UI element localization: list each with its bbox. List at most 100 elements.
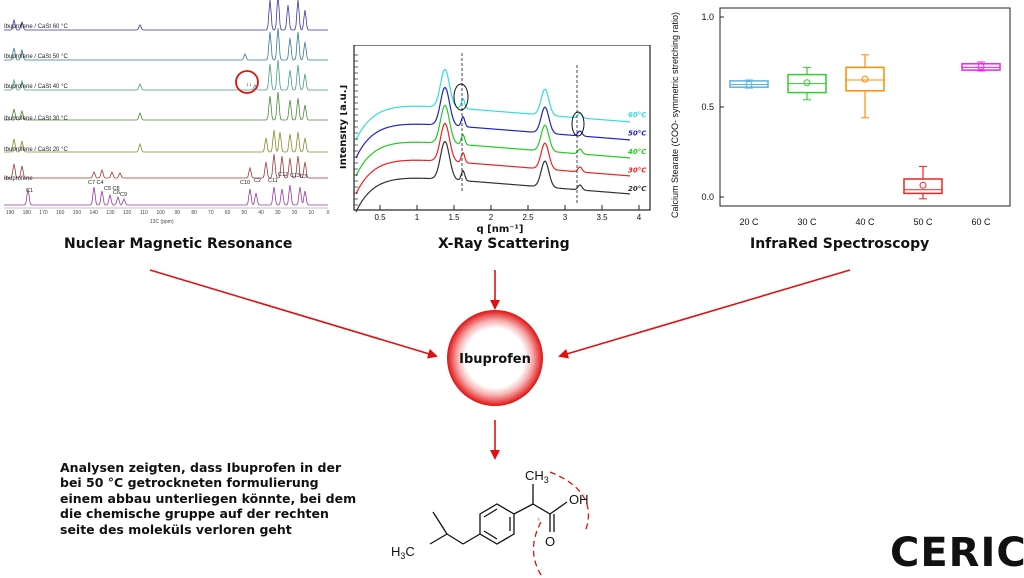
ir-x-tick: 60 C: [971, 217, 991, 227]
nmr-trace: [4, 0, 328, 31]
xrs-series-label: 50°C: [628, 130, 647, 138]
nmr-x-label: 13C (ppm): [150, 219, 174, 225]
xrs-curve: [355, 140, 631, 213]
ir-x-tick: 40 C: [855, 217, 875, 227]
ir-y-tick: 0.0: [701, 192, 714, 202]
ir-box: [845, 54, 885, 119]
cleavage-line-1: [549, 471, 590, 533]
ceric-logo: CERIC: [890, 530, 1024, 576]
nmr-x-tick: 120: [123, 210, 132, 216]
nmr-trace-label: Ibuprofene / CaSt 20 °C: [4, 147, 68, 153]
ir-x-tick: 50 C: [913, 217, 933, 227]
nmr-peak-label: C2: [254, 178, 262, 184]
nmr-x-tick: 10: [308, 210, 314, 216]
nmr-peak-label: C3: [300, 174, 308, 180]
nmr-trace: [4, 184, 328, 206]
xrs-x-tick: 1.5: [448, 213, 460, 222]
nmr-x-tick: 130: [106, 210, 115, 216]
nmr-peak-label: C5 C8: [104, 186, 120, 192]
conclusion-text: Analysen zeigten, dass Ibuprofen in der …: [60, 460, 357, 537]
nmr-title: Nuclear Magnetic Resonance: [64, 236, 293, 252]
ch3-top-label: CH3: [525, 468, 549, 485]
nmr-trace: [4, 91, 328, 121]
ir-box: [961, 61, 1001, 72]
svg-text:*: *: [537, 516, 541, 526]
nmr-x-tick: 190: [6, 210, 15, 216]
nmr-trace-label: Ibuprofene: [4, 176, 33, 182]
ir-box-plot: 1.0 0.5 0.0 20 C 30 C 40 C 50 C 60 C Calcium St…: [670, 7, 1011, 227]
nmr-x-tick: 50: [242, 210, 248, 216]
nmr-peak-label: C12: [278, 172, 289, 178]
ir-box: [729, 79, 769, 89]
ibuprofen-structure: * CH3 OH O H3C: [391, 468, 590, 578]
xrs-curve: [355, 68, 631, 141]
nmr-spectrum: 190 180 170 160 150 140 130 120 110 100 90 80 70 60 50…: [0, 0, 330, 232]
xrs-curve: [355, 104, 631, 177]
nmr-x-tick: 90: [175, 210, 181, 216]
xrs-highlight-ellipse-2: [571, 111, 585, 137]
xrs-x-tick: 3: [563, 213, 568, 222]
ir-y-label: Calcium Stearate (COO- symmetric stretch…: [670, 12, 680, 218]
nmr-x-tick: 160: [56, 210, 65, 216]
nmr-trace: [4, 27, 328, 61]
nmr-trace-label: Ibuprofene / CaSt 60 °C: [4, 24, 68, 30]
nmr-x-tick: 100: [156, 210, 165, 216]
nmr-x-tick: 80: [191, 210, 197, 216]
nmr-x-tick: 150: [73, 210, 82, 216]
nmr-trace-label: Ibuprofene / CaSt 40 °C: [4, 84, 68, 90]
ir-x-tick: 30 C: [797, 217, 817, 227]
nmr-trace-label: Ibuprofene / CaSt 50 °C: [4, 54, 68, 60]
nmr-trace: [4, 59, 328, 91]
nmr-peak-label: C10: [240, 180, 251, 186]
xrs-curve: [355, 86, 631, 159]
oh-label: OH: [569, 492, 589, 507]
nmr-x-tick: 110: [140, 210, 148, 216]
xrs-series-label: 40°C: [628, 148, 647, 156]
nmr-x-tick: 60: [225, 210, 231, 216]
nmr-x-tick: 70: [208, 210, 214, 216]
xrs-y-label: Intensity [a.u.]: [340, 85, 349, 169]
xrs-x-tick: 4: [637, 213, 642, 222]
ir-x-tick: 20 C: [739, 217, 759, 227]
xrs-x-tick: 0.5: [374, 213, 386, 222]
xrs-highlight-ellipse-1: [453, 83, 469, 111]
xrs-series-label: 30°C: [628, 167, 647, 175]
ir-y-tick: 0.5: [701, 102, 714, 112]
arrow-ir-to-hub: [558, 269, 851, 359]
hub-label: Ibuprofen: [459, 352, 531, 367]
cleavage-line-2: [532, 521, 544, 578]
xrs-curve: [355, 122, 631, 195]
nmr-x-tick: 20: [292, 210, 298, 216]
nmr-peak-label: C11: [268, 178, 278, 184]
xrs-x-tick: 3.5: [596, 213, 608, 222]
nmr-trace: [4, 153, 328, 179]
xrs-x-label: q [nm⁻¹]: [477, 224, 524, 235]
nmr-x-tick: 170: [39, 210, 48, 216]
nmr-peak-label: C6: [113, 190, 121, 196]
h3c-label: H3C: [391, 544, 415, 561]
nmr-peak-label: C1: [26, 188, 34, 194]
nmr-peak-label: C9: [120, 192, 128, 198]
xrs-x-tick: 2.5: [522, 213, 534, 222]
xrs-x-tick: 1: [415, 213, 420, 222]
xrs-series-label: 20°C: [628, 185, 647, 193]
ir-box: [903, 165, 943, 200]
nmr-peak-label: C13: [290, 173, 301, 179]
ibuprofen-hub: [447, 310, 543, 406]
nmr-x-tick: 30: [275, 210, 281, 216]
xrs-title: X-Ray Scattering: [438, 236, 570, 252]
nmr-x-tick: 180: [23, 210, 32, 216]
xrs-x-tick: 2: [489, 213, 494, 222]
ir-y-tick: 1.0: [701, 12, 714, 22]
svg-text:↓↓: ↓↓: [246, 82, 252, 88]
nmr-highlight-circle: [235, 70, 259, 94]
nmr-x-tick: 40: [258, 210, 264, 216]
ir-box: [787, 66, 827, 101]
arrow-nmr-to-hub: [149, 269, 438, 359]
ir-title: InfraRed Spectroscopy: [750, 236, 930, 252]
nmr-x-tick: 140: [90, 210, 99, 216]
o-label: O: [545, 534, 555, 549]
nmr-trace: [4, 129, 328, 153]
